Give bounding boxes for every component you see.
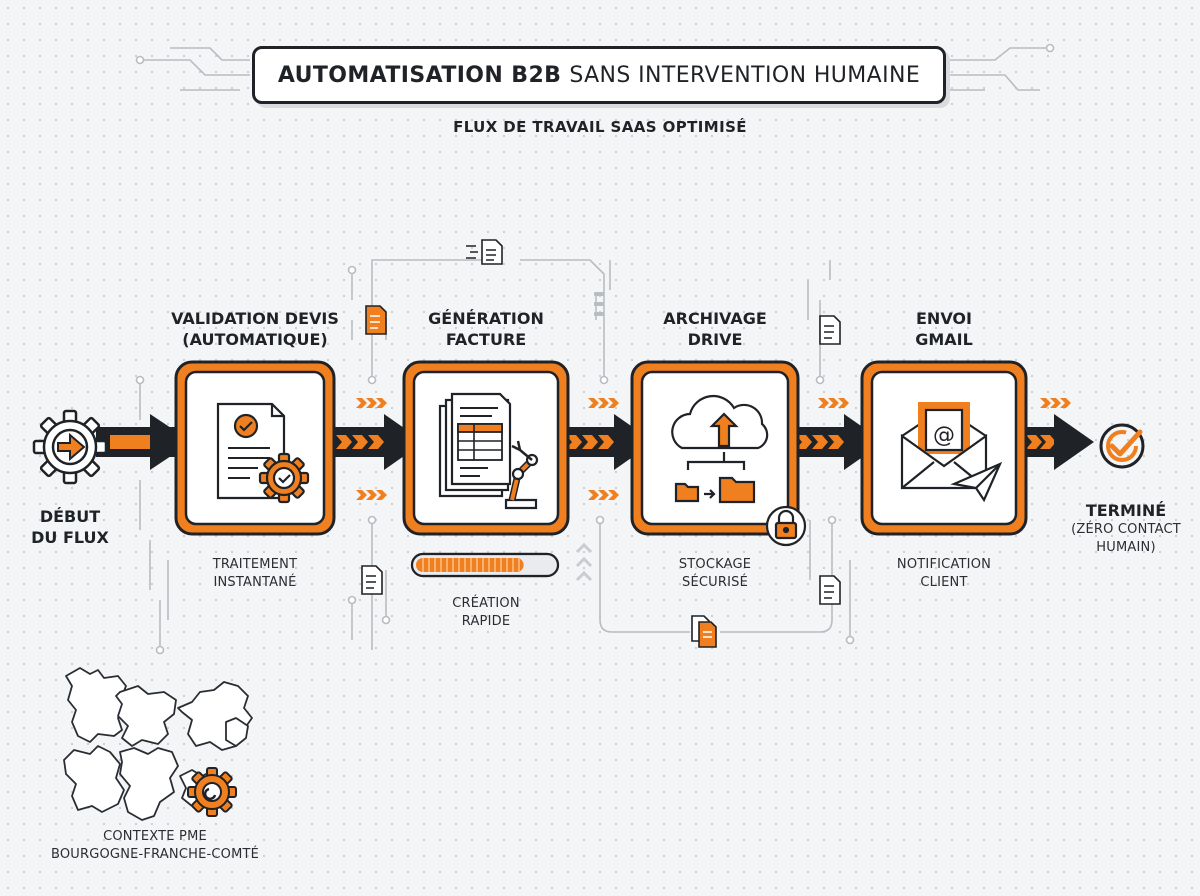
lock-icon: [765, 505, 807, 547]
progress-stripe: [476, 558, 478, 572]
step-sub-line2: sécurisé: [682, 575, 748, 590]
floating-doc-icon: [466, 239, 503, 265]
step-title-line2: Drive: [687, 330, 743, 349]
progress-fill-bar: [416, 558, 524, 572]
progress-stripe: [500, 558, 502, 572]
title-banner: Automatisation B2B sans intervention hum…: [252, 46, 946, 104]
chevrons-up-icon: [575, 542, 593, 582]
progress-stripe: [428, 558, 430, 572]
document-check-gear-icon: [216, 402, 310, 504]
chevron-markers: [356, 398, 1071, 500]
progress-bar: [410, 552, 560, 578]
step-sub-line2: rapide: [461, 614, 511, 629]
svg-text:@: @: [933, 423, 955, 448]
step-title-line1: Envoi: [916, 309, 972, 328]
step-title-line2: (automatique): [182, 330, 328, 349]
end-label: Terminé (zéro contact humain): [1060, 500, 1192, 557]
region-map-icon: [63, 667, 253, 821]
progress-stripe: [440, 558, 442, 572]
step-sub-line1: Stockage: [678, 557, 752, 572]
floating-doc-icon: [819, 315, 841, 345]
progress-stripe: [518, 558, 520, 572]
progress-stripe: [434, 558, 436, 572]
progress-stripe: [458, 558, 460, 572]
data-bits: [594, 292, 604, 316]
gear-arrow-icon: [32, 409, 108, 485]
start-label-line2: du flux: [31, 528, 109, 547]
step-sub-validation: Traitement instantané: [170, 556, 340, 592]
check-circle-icon: [1099, 423, 1145, 469]
gear-icon: [187, 767, 237, 817]
step-title-drive: Archivage Drive: [628, 308, 802, 350]
flow-arrow: [96, 414, 192, 470]
step-title-gmail: Envoi Gmail: [858, 308, 1030, 350]
subtitle: Flux de travail SaaS optimisé: [453, 118, 747, 136]
step-title-line1: Archivage: [663, 309, 767, 328]
region-label-line1: Contexte PME: [103, 829, 207, 844]
progress-stripe: [470, 558, 472, 572]
step-title-validation: Validation devis (automatique): [150, 308, 360, 350]
progress-stripe: [512, 558, 514, 572]
step-sub-line2: client: [920, 575, 968, 590]
progress-stripe: [464, 558, 466, 572]
step-sub-line1: Création: [452, 596, 520, 611]
progress-stripe: [494, 558, 496, 572]
step-sub-line2: instantané: [213, 575, 297, 590]
step-title-line1: Génération: [428, 309, 544, 328]
step-title-line1: Validation devis: [171, 309, 339, 328]
region-label-line2: Bourgogne-Franche-Comté: [50, 847, 260, 862]
progress-stripe: [482, 558, 484, 572]
step-sub-facture: Création rapide: [400, 595, 572, 631]
floating-docs-stack-icon: [691, 615, 717, 648]
end-note-line1: (zéro contact: [1071, 522, 1181, 537]
email-envelope-icon: @: [900, 402, 1003, 503]
circuit-traces: [139, 47, 1050, 650]
region-label: Contexte PME Bourgogne-Franche-Comté: [20, 828, 290, 864]
progress-stripe: [446, 558, 448, 572]
robot-arm-invoice-icon: [438, 392, 539, 510]
floating-doc-icon: [365, 305, 387, 335]
floating-doc-icon: [819, 575, 841, 605]
start-label: Début du flux: [18, 506, 122, 548]
cloud-upload-folder-icon: [671, 394, 769, 504]
step-sub-line1: Traitement: [212, 557, 298, 572]
progress-stripe: [506, 558, 508, 572]
progress-stripe: [488, 558, 490, 572]
step-title-line2: Gmail: [915, 330, 973, 349]
end-label-title: Terminé: [1085, 501, 1167, 520]
floating-doc-icon: [361, 565, 383, 595]
step-sub-gmail: Notification client: [858, 556, 1030, 592]
step-sub-line1: Notification: [896, 557, 992, 572]
step-sub-drive: Stockage sécurisé: [628, 556, 802, 592]
step-title-line2: facture: [445, 330, 527, 349]
flow-arrow: [1020, 414, 1094, 470]
start-label-line1: Début: [39, 507, 101, 526]
title-bold: Automatisation B2B: [277, 62, 562, 88]
step-title-facture: Génération facture: [400, 308, 572, 350]
end-note-line2: humain): [1096, 540, 1156, 555]
flow-arrow: [330, 414, 424, 470]
progress-stripe: [452, 558, 454, 572]
trace-nodes: [135, 43, 1055, 655]
title-rest: sans intervention humaine: [569, 62, 921, 88]
progress-fill: [416, 558, 524, 572]
progress-stripe: [422, 558, 424, 572]
